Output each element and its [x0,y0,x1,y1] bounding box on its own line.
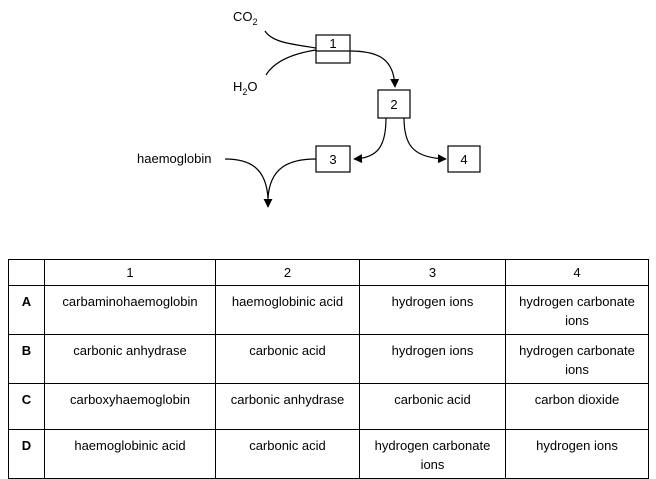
arrow-1-to-2 [349,50,400,88]
header-col-1: 1 [44,259,216,286]
arrow-2-to-3 [353,117,387,164]
table-cell: hydrogen ions [359,334,506,384]
table-cell: carbonic acid [359,383,506,430]
box-3-curve [267,158,317,199]
table-cell: hydrogen carbonate ions [505,285,649,335]
header-col-4: 4 [505,259,649,286]
table-cell: carbon dioxide [505,383,649,430]
header-col-2: 2 [215,259,360,286]
table-row: D haemoglobinic acid carbonic acid hydro… [8,429,649,479]
table-cell: hydrogen carbonate ions [359,429,506,479]
table-cell: carbonic acid [215,429,360,479]
box-2-label: 2 [390,97,397,112]
reaction-diagram: CO2 H2O haemoglobin 1 2 3 4 [137,9,481,208]
box-2 [377,89,411,119]
h2o-label: H2O [233,79,258,97]
table-cell: haemoglobinic acid [44,429,216,479]
arrow-2-to-4 [403,117,447,164]
options-table: 1 2 3 4 A carbaminohaemoglobin haemoglob… [8,259,649,479]
row-letter: C [8,383,45,430]
table-cell: hydrogen ions [359,285,506,335]
table-cell: carbonic anhydrase [215,383,360,430]
co2-curve [264,30,317,49]
table-cell: haemoglobinic acid [215,285,360,335]
haemoglobin-label: haemoglobin [137,151,211,166]
co2-label: CO2 [233,9,258,27]
row-letter: D [8,429,45,479]
box-1 [315,34,351,64]
table-cell: carboxyhaemoglobin [44,383,216,430]
table-row: B carbonic anhydrase carbonic acid hydro… [8,334,649,384]
h2o-curve [265,49,317,76]
table-row: C carboxyhaemoglobin carbonic anhydrase … [8,383,649,430]
table-cell: hydrogen carbonate ions [505,334,649,384]
box-1-label: 1 [329,36,336,51]
box-3-label: 3 [329,152,336,167]
box-4-label: 4 [460,152,467,167]
row-letter: A [8,285,45,335]
box-4 [447,145,481,173]
row-letter: B [8,334,45,384]
table-row: A carbaminohaemoglobin haemoglobinic aci… [8,285,649,335]
table-cell: carbonic acid [215,334,360,384]
haemoglobin-curve [224,158,269,199]
header-corner [8,259,45,286]
table-cell: carbaminohaemoglobin [44,285,216,335]
table-cell: carbonic anhydrase [44,334,216,384]
table-cell: hydrogen ions [505,429,649,479]
header-col-3: 3 [359,259,506,286]
table-header-row: 1 2 3 4 [8,259,649,286]
